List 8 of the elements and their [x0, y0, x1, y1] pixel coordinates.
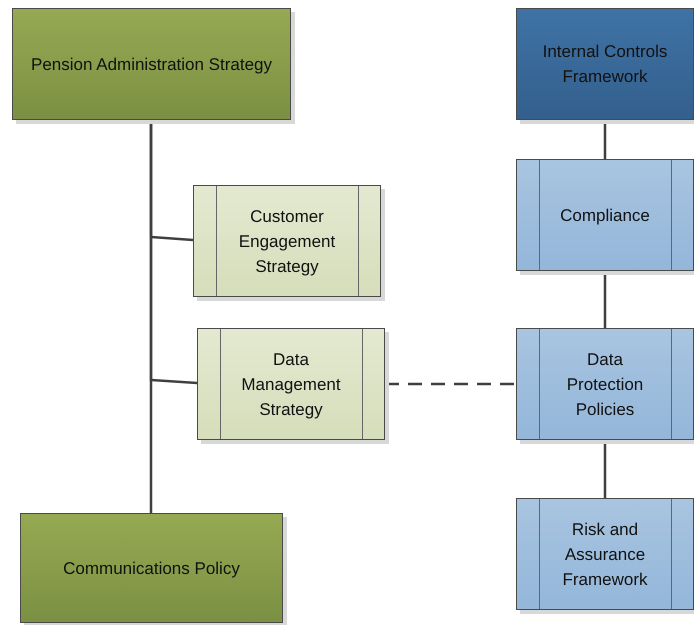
box-label: Data Management Strategy	[240, 348, 342, 420]
box-label: Pension Administration Strategy	[30, 54, 273, 76]
box-label: Risk and Assurance Framework	[561, 518, 648, 590]
box-label: Customer Engagement Strategy	[238, 206, 336, 278]
box-label: Data Protection Policies	[566, 348, 644, 420]
box-label: Internal Controls Framework	[542, 41, 668, 88]
box-label: Communications Policy	[62, 558, 241, 580]
box-label: Compliance	[559, 204, 651, 226]
